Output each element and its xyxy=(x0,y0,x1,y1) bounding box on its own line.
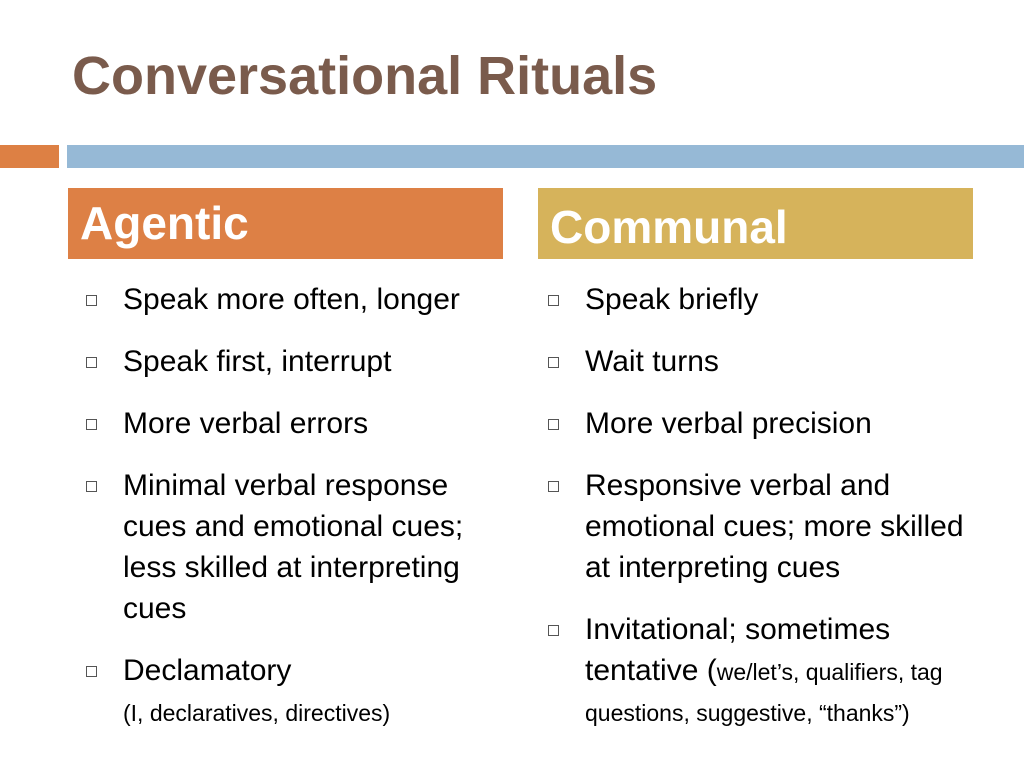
hollow-square-bullet-icon xyxy=(548,295,559,306)
list-item: More verbal precision xyxy=(548,403,988,444)
bullet-text: Minimal verbal response cues and emotion… xyxy=(123,469,464,625)
accent-bar-orange xyxy=(0,145,59,168)
bullet-text: Speak briefly xyxy=(585,283,759,316)
bullet-text: Declamatory xyxy=(123,654,292,687)
hollow-square-bullet-icon xyxy=(86,666,97,677)
hollow-square-bullet-icon xyxy=(86,419,97,430)
agentic-bullet-list: Speak more often, longer Speak first, in… xyxy=(86,279,506,753)
bullet-text: More verbal precision xyxy=(585,407,872,440)
bullet-subtext: (I, declaratives, directives) xyxy=(123,700,391,726)
list-item: Minimal verbal response cues and emotion… xyxy=(86,465,506,629)
communal-column-header: Communal xyxy=(538,188,973,259)
accent-bar-blue xyxy=(67,145,1024,168)
hollow-square-bullet-icon xyxy=(548,419,559,430)
hollow-square-bullet-icon xyxy=(548,357,559,368)
hollow-square-bullet-icon xyxy=(86,295,97,306)
bullet-text: Speak first, interrupt xyxy=(123,345,392,378)
bullet-text: Invitational; sometimes tentative ( xyxy=(585,613,891,687)
list-item: Speak more often, longer xyxy=(86,279,506,320)
bullet-text: Responsive verbal and emotional cues; mo… xyxy=(585,469,964,584)
list-item: Declamatory (I, declaratives, directives… xyxy=(86,650,506,732)
communal-bullet-list: Speak briefly Wait turns More verbal pre… xyxy=(548,279,988,753)
slide-title: Conversational Rituals xyxy=(72,46,658,106)
hollow-square-bullet-icon xyxy=(548,481,559,492)
hollow-square-bullet-icon xyxy=(86,357,97,368)
list-item: Speak briefly xyxy=(548,279,988,320)
list-item: Wait turns xyxy=(548,341,988,382)
list-item: Invitational; sometimes tentative (we/le… xyxy=(548,609,988,732)
list-item: Responsive verbal and emotional cues; mo… xyxy=(548,465,988,588)
bullet-subtext: we/let’s, qualifiers, tag questions, sug… xyxy=(585,659,943,726)
agentic-column-header: Agentic xyxy=(68,188,503,259)
hollow-square-bullet-icon xyxy=(86,481,97,492)
bullet-text: Speak more often, longer xyxy=(123,283,460,316)
hollow-square-bullet-icon xyxy=(548,625,559,636)
bullet-text: Wait turns xyxy=(585,345,719,378)
list-item: More verbal errors xyxy=(86,403,506,444)
bullet-text: More verbal errors xyxy=(123,407,369,440)
list-item: Speak first, interrupt xyxy=(86,341,506,382)
